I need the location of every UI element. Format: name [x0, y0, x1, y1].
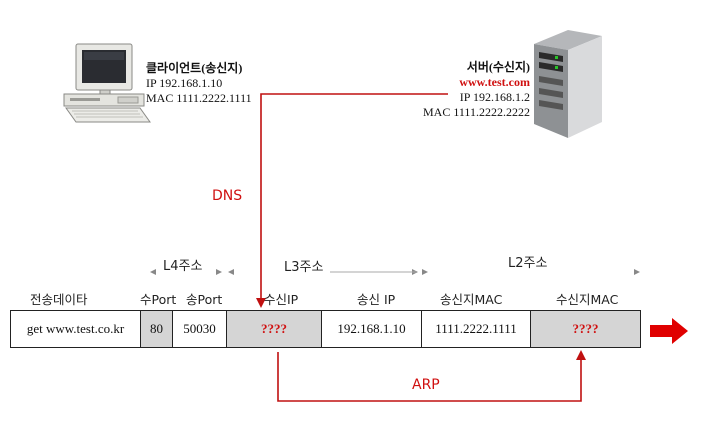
header-src-ip: 송신 IP	[357, 292, 396, 307]
arp-label: ARP	[412, 377, 440, 393]
cell-data: get www.test.co.kr	[10, 310, 141, 348]
arp-arrowhead	[576, 350, 586, 360]
server-icon	[534, 30, 602, 138]
server-title: 서버(수신지)	[466, 60, 530, 74]
dns-label: DNS	[212, 188, 243, 204]
header-src-port: 송Port	[186, 292, 223, 307]
cell-dst-mac: ????	[530, 310, 641, 348]
cell-src-port: 50030	[172, 310, 227, 348]
forward-arrow-icon	[650, 318, 688, 344]
arp-arrow	[277, 352, 582, 402]
client-computer-icon	[63, 43, 151, 123]
server-ip: IP 192.168.1.2	[459, 90, 530, 104]
header-dst-mac: 수신지MAC	[556, 292, 619, 307]
l4-label: L4주소	[163, 259, 203, 274]
dns-arrowhead	[256, 298, 266, 308]
client-info: 클라이언트(송신지) IP 192.168.1.10 MAC 1111.2222…	[146, 61, 252, 106]
cell-src-mac: 1111.2222.1111	[421, 310, 531, 348]
cell-dst-ip: ????	[226, 310, 322, 348]
layer-markers	[150, 269, 640, 275]
dns-arrow	[260, 93, 448, 300]
client-title: 클라이언트(송신지)	[146, 61, 243, 75]
client-mac: MAC 1111.2222.1111	[146, 91, 252, 105]
header-data: 전송데이타	[30, 292, 88, 307]
cell-src-ip: 192.168.1.10	[321, 310, 422, 348]
server-domain: www.test.com	[459, 75, 530, 89]
client-ip: IP 192.168.1.10	[146, 76, 223, 90]
header-dst-port: 수Port	[140, 292, 177, 307]
header-dst-ip: 수신IP	[264, 292, 299, 307]
server-mac: MAC 1111.2222.2222	[422, 105, 530, 119]
cell-dst-port: 80	[140, 310, 173, 348]
server-info: 서버(수신지) www.test.com IP 192.168.1.2 MAC …	[423, 60, 530, 120]
header-src-mac: 송신지MAC	[440, 292, 503, 307]
l3-label: L3주소	[284, 260, 324, 275]
l2-label: L2주소	[508, 256, 548, 271]
